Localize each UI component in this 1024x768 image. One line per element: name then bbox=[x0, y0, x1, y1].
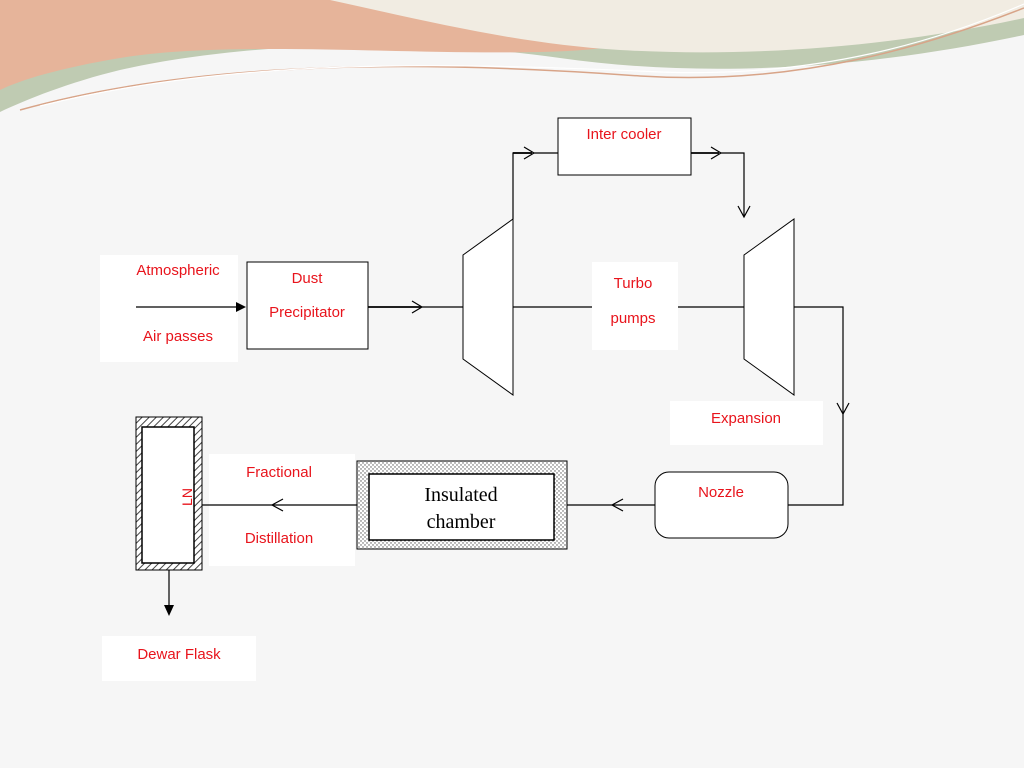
nozzle-label: Nozzle bbox=[698, 484, 744, 501]
dewar-outlet-arrowhead bbox=[164, 605, 174, 616]
insulated-label: Insulated bbox=[424, 484, 497, 506]
precipitator-label: Precipitator bbox=[269, 304, 345, 321]
ln2-label: LN bbox=[179, 488, 195, 506]
flow-lines bbox=[136, 146, 850, 608]
dust-label: Dust bbox=[292, 270, 324, 287]
expansion-label: Expansion bbox=[711, 410, 781, 427]
nozzle-box bbox=[654, 471, 789, 539]
distillation-label: Distillation bbox=[245, 530, 313, 547]
turbo-label: Turbo bbox=[614, 275, 653, 292]
decorative-banner bbox=[0, 0, 1024, 112]
turbo-label-panel bbox=[592, 262, 678, 350]
atmospheric-label-panel bbox=[100, 255, 238, 362]
insulated-chamber bbox=[356, 460, 568, 550]
compressor-shape bbox=[462, 218, 514, 396]
dust-precipitator-box bbox=[246, 261, 369, 350]
inter-cooler-box bbox=[557, 117, 692, 176]
chamber-label: chamber bbox=[427, 511, 496, 533]
fractional-label: Fractional bbox=[246, 464, 312, 481]
expander-turbine-shape bbox=[743, 218, 795, 396]
dewar-flask-vessel bbox=[135, 416, 203, 571]
atmospheric-label: Atmospheric bbox=[136, 262, 220, 279]
inter-cooler-label: Inter cooler bbox=[586, 126, 661, 143]
pumps-label: pumps bbox=[610, 310, 655, 327]
dewar-flask-label: Dewar Flask bbox=[137, 646, 221, 663]
dewar-label-panel bbox=[102, 636, 256, 681]
air-passes-label: Air passes bbox=[143, 328, 213, 345]
expansion-label-panel bbox=[670, 401, 823, 445]
